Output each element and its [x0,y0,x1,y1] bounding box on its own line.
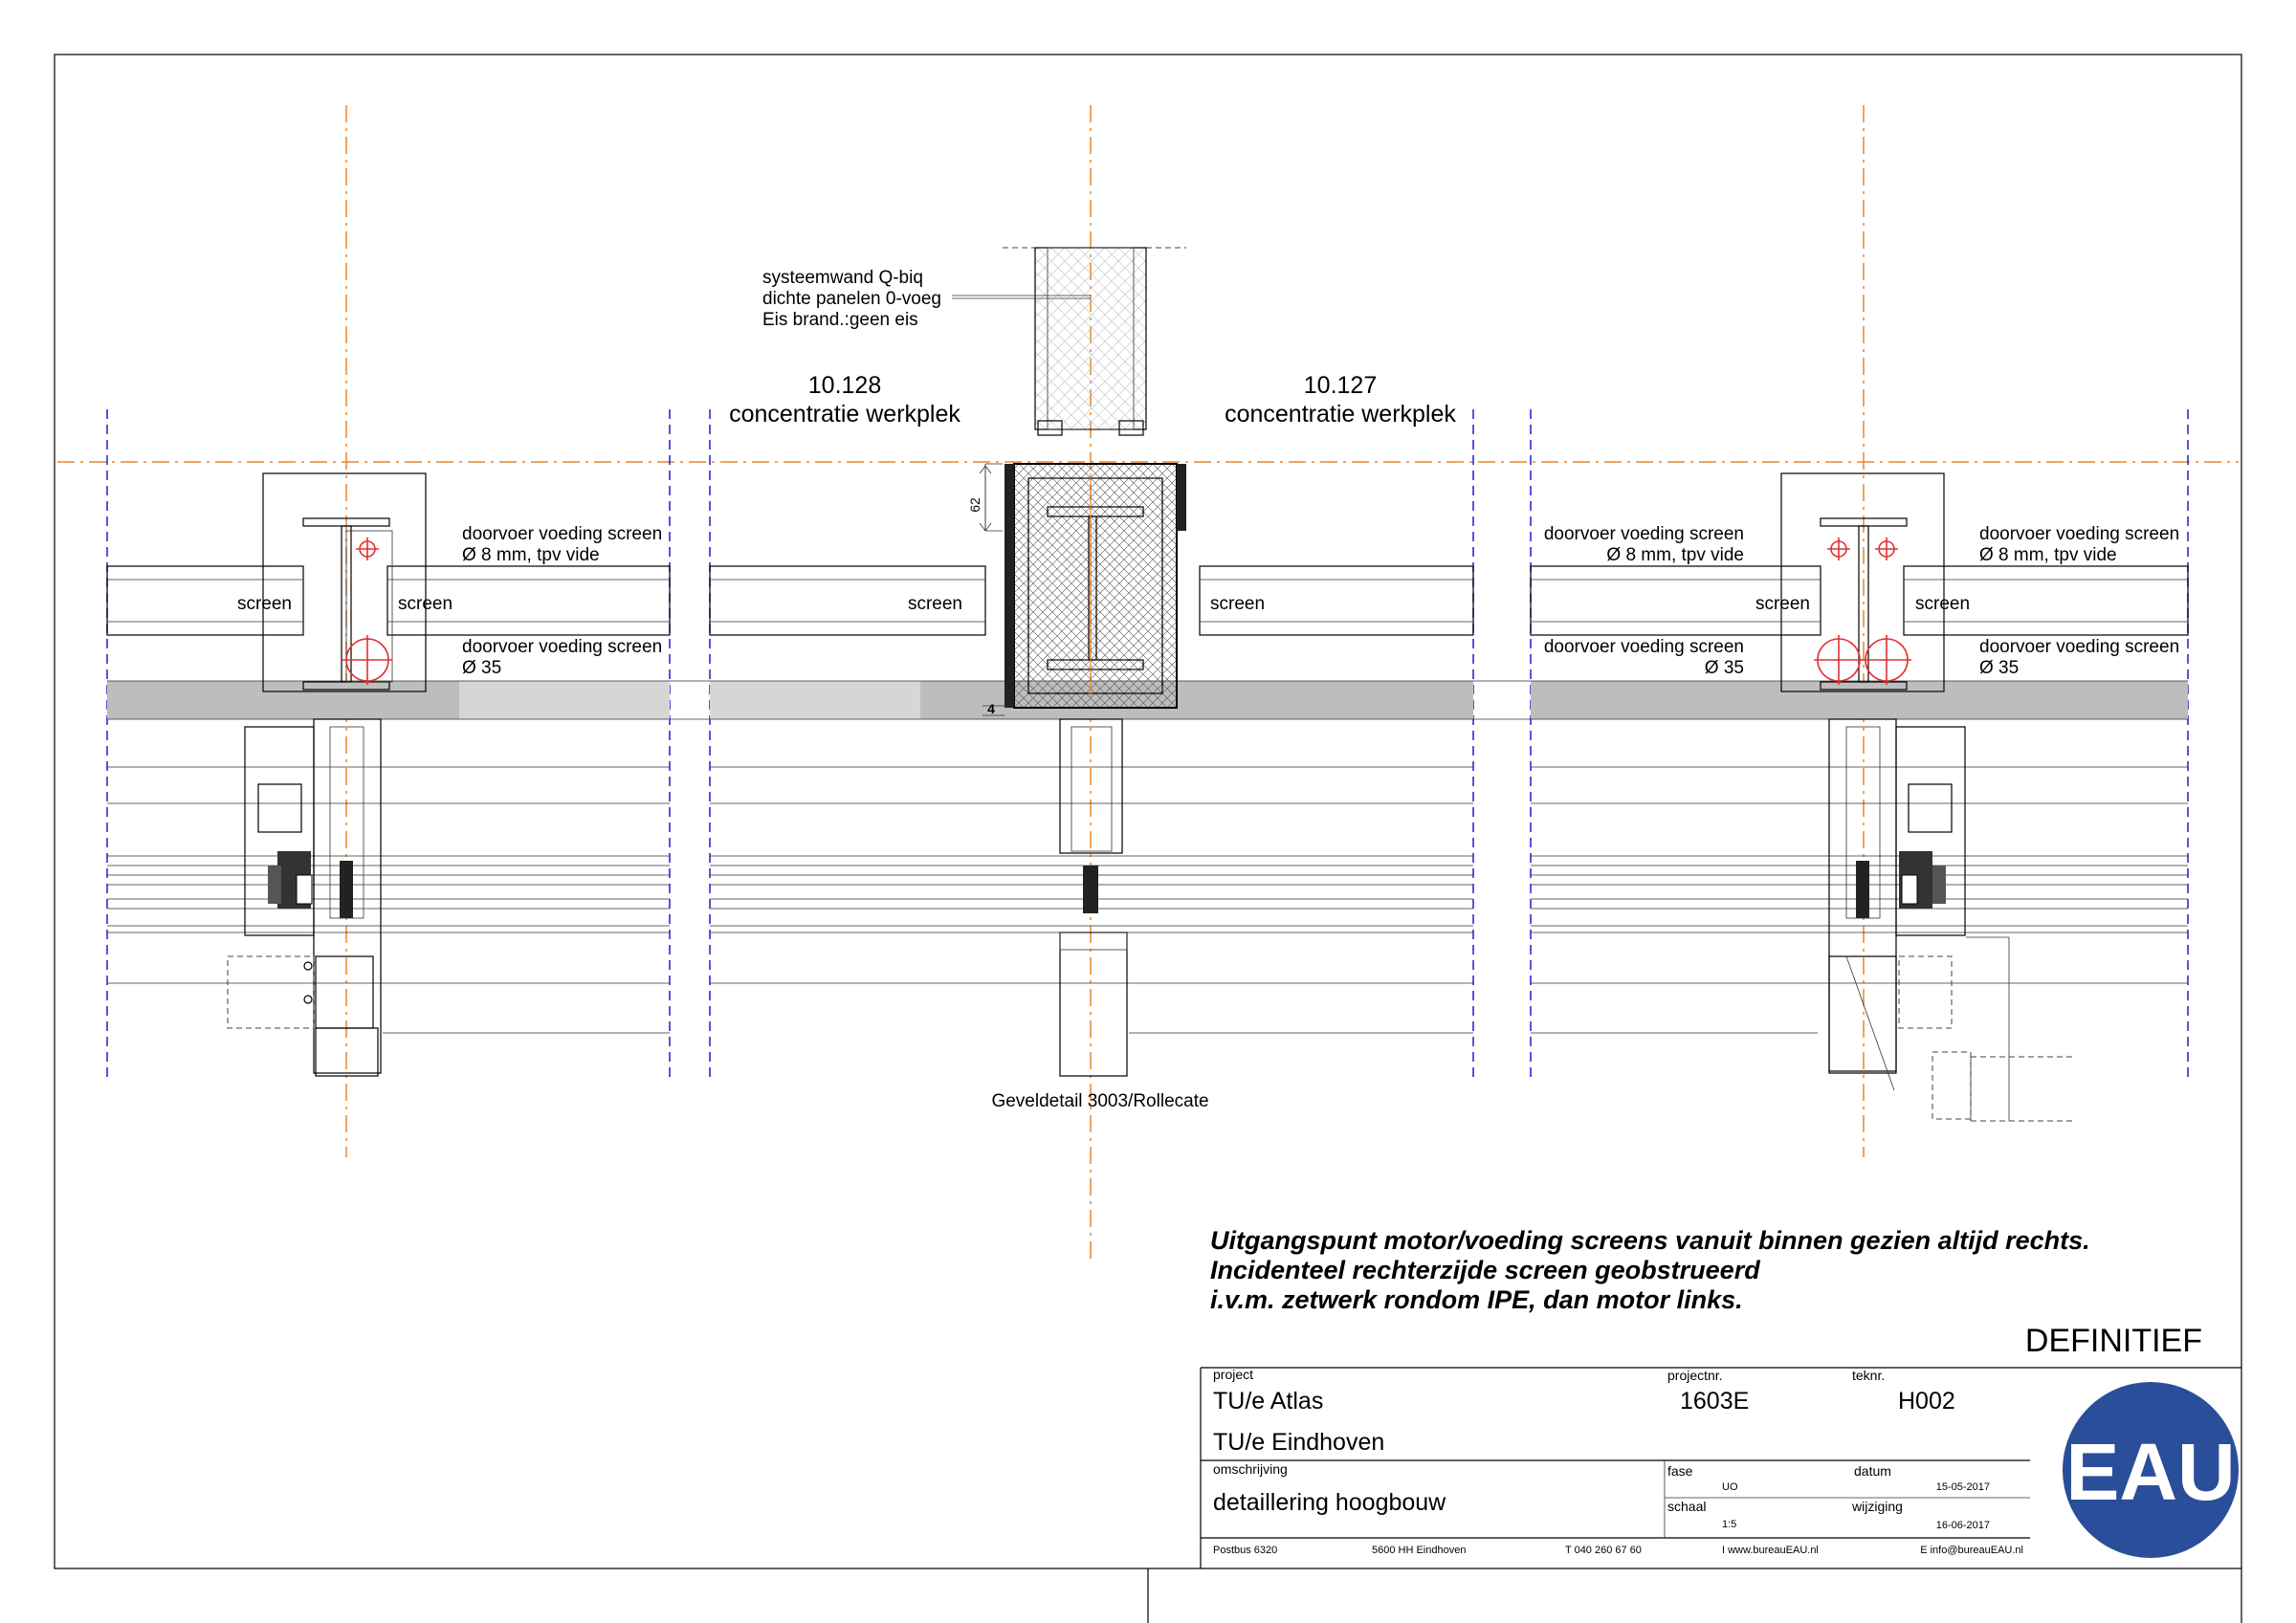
projectnr-value: 1603E [1680,1388,1749,1415]
screen-label: screen [1915,594,1970,614]
dimension-62: 62 [967,497,982,513]
logo-text: EAU [2065,1427,2235,1517]
feed-big-label: doorvoer voeding screen [1979,637,2179,657]
note-line1: Uitgangspunt motor/voeding screens vanui… [1210,1226,2090,1255]
logo-circle [2063,1382,2239,1558]
screen-zone-lines [106,409,2189,1083]
title-block: DEFINITIEF project TU/e Atlas TU/e Eindh… [1200,1323,2241,1568]
room-left-name: concentratie werkplek [729,401,960,428]
room-right-number: 10.127 [1304,372,1377,399]
eau-logo: EAU [2063,1382,2239,1558]
dimension-4: 4 [987,701,995,716]
project-label: project [1213,1367,1253,1382]
screen-boxes [106,565,2189,636]
wall-label-line3: Eis brand.:geen eis [762,310,918,330]
column-right [1780,472,2076,1122]
schaal-label: schaal [1667,1499,1706,1514]
omschrijving-label: omschrijving [1213,1461,1288,1477]
project-client: TU/e Eindhoven [1213,1429,1384,1456]
feed-big-size: Ø 35 [462,658,501,678]
feed-big-size: Ø 35 [1979,658,2019,678]
wall-label-line2: dichte panelen 0-voeg [762,289,941,309]
feed-big-size: Ø 35 [1705,658,1744,678]
note-line3: i.v.m. zetwerk rondom IPE, dan motor lin… [1210,1285,1743,1314]
sheet-border [54,54,2242,1623]
drawing-labels: systeemwand Q-biq dichte panelen 0-voeg … [237,268,2179,1111]
screen-label: screen [1210,594,1265,614]
feed-small-size: Ø 8 mm, tpv vide [1979,545,2117,565]
schaal-value: 1:5 [1722,1519,1736,1530]
teknr-label: teknr. [1852,1368,1885,1383]
fase-label: fase [1667,1463,1693,1479]
feed-small-label: doorvoer voeding screen [1979,524,2179,544]
footer-web: I www.bureauEAU.nl [1722,1545,1819,1556]
room-right-name: concentratie werkplek [1225,401,1456,428]
wijziging-value: 16-06-2017 [1936,1520,1990,1531]
screen-label: screen [237,594,292,614]
drawing-status: DEFINITIEF [2025,1323,2202,1359]
datum-value: 15-05-2017 [1936,1481,1990,1493]
annotation-lines [952,297,1091,532]
feed-small-label: doorvoer voeding screen [1544,524,1744,544]
column-left [227,472,427,1077]
screen-label: screen [1755,594,1810,614]
footer-phone: T 040 260 67 60 [1565,1545,1642,1556]
note-line2: Incidenteel rechterzijde screen geobstru… [1210,1256,1760,1284]
omschrijving-value: detaillering hoogbouw [1213,1489,1446,1516]
feed-small-size: Ø 8 mm, tpv vide [462,545,600,565]
footer-city: 5600 HH Eindhoven [1372,1545,1466,1556]
general-note: Uitgangspunt motor/voeding screens vanui… [1210,1226,2090,1314]
screen-label: screen [398,594,453,614]
screen-label: screen [908,594,962,614]
footer-postbus: Postbus 6320 [1213,1545,1277,1556]
fase-value: UO [1722,1481,1738,1493]
footer-email: E info@bureauEAU.nl [1920,1545,2023,1556]
facade-lines [107,766,2188,1034]
wijziging-label: wijziging [1851,1499,1903,1514]
feed-big-label: doorvoer voeding screen [462,637,662,657]
teknr-value: H002 [1898,1388,1955,1415]
feed-small-label: doorvoer voeding screen [462,524,662,544]
feed-big-label: doorvoer voeding screen [1544,637,1744,657]
column-centre [952,247,1186,1077]
project-name: TU/e Atlas [1213,1388,1323,1415]
wall-label-line1: systeemwand Q-biq [762,268,923,288]
projectnr-label: projectnr. [1667,1368,1723,1383]
detail-reference: Geveldetail 3003/Rollecate [991,1091,1208,1111]
feed-small-size: Ø 8 mm, tpv vide [1606,545,1744,565]
room-left-number: 10.128 [808,372,881,399]
datum-label: datum [1854,1463,1891,1479]
